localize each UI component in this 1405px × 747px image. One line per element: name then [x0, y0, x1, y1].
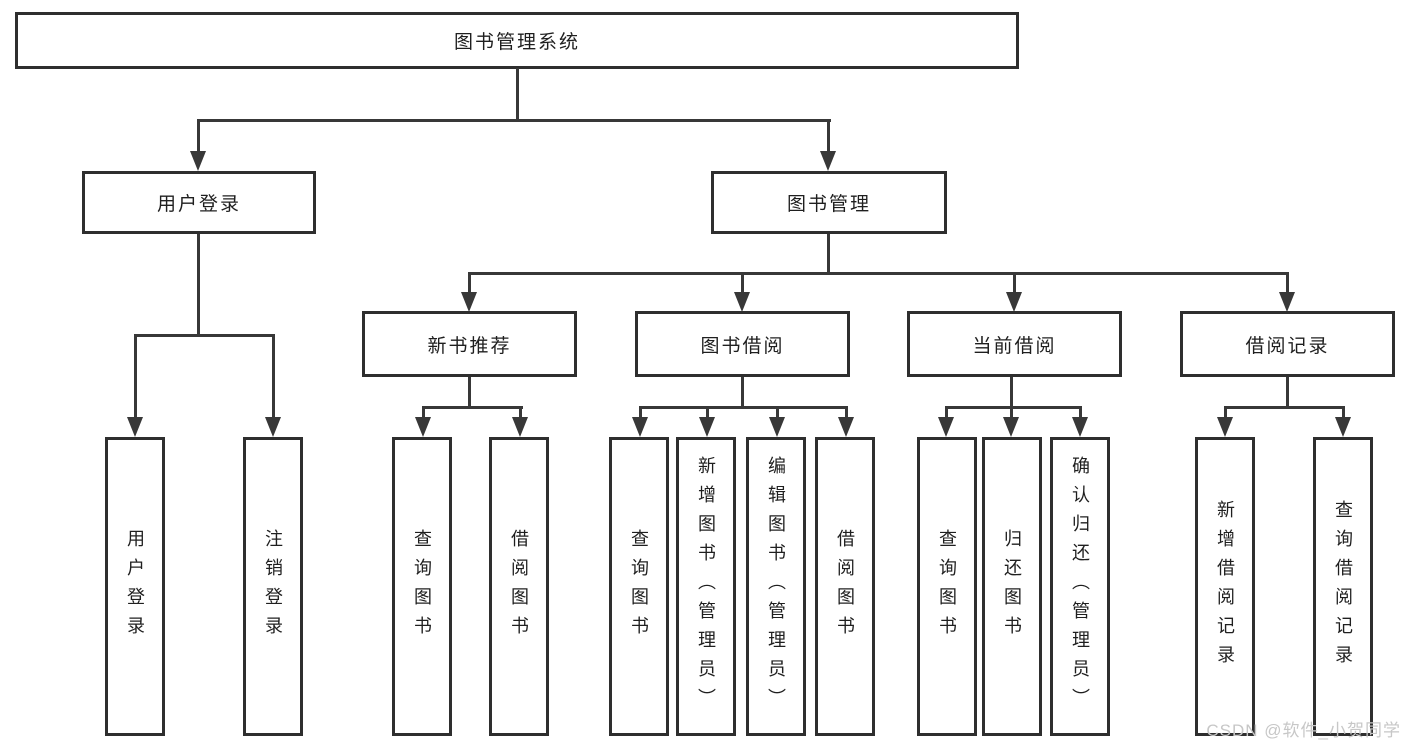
- leaf-borrow-add-book-admin: 新增图书（管理员）: [676, 437, 736, 736]
- connector-records-stem: [1286, 377, 1289, 409]
- connector-drop-leaf: [706, 406, 709, 419]
- node-book-borrow: 图书借阅: [635, 311, 850, 377]
- connector-drop-leaf: [134, 334, 137, 419]
- leaf-records-add-record: 新增借阅记录: [1195, 437, 1255, 736]
- connector-current-borrow-bar: [945, 406, 1082, 409]
- connector-drop-leaf: [639, 406, 642, 419]
- leaf-records-add-record-label: 新增借阅记录: [1215, 499, 1235, 674]
- arrow-down-icon: [769, 417, 785, 437]
- leaf-records-query-record: 查询借阅记录: [1313, 437, 1373, 736]
- node-current-borrow-label: 当前借阅: [972, 335, 1057, 357]
- leaf-current-confirm-return-admin-label: 确认归还（管理员）: [1070, 456, 1090, 717]
- arrow-down-icon: [1003, 417, 1019, 437]
- leaf-current-query-book-label: 查询图书: [937, 528, 957, 645]
- leaf-newbook-query-book-label: 查询图书: [412, 528, 432, 645]
- node-book-mgmt: 图书管理: [711, 171, 947, 234]
- connector-new-book-bar: [422, 406, 523, 409]
- connector-user-login-stem: [197, 234, 200, 337]
- leaf-borrow-edit-book-admin: 编辑图书（管理员）: [746, 437, 806, 736]
- leaf-borrow-borrow-book: 借阅图书: [815, 437, 875, 736]
- arrow-down-icon: [734, 292, 750, 312]
- leaf-current-return-book: 归还图书: [982, 437, 1042, 736]
- leaf-borrow-query-book: 查询图书: [609, 437, 669, 736]
- node-book-mgmt-label: 图书管理: [786, 194, 871, 215]
- node-user-login: 用户登录: [82, 171, 316, 234]
- connector-book-mgmt-stem: [827, 234, 830, 275]
- arrow-down-icon: [1072, 417, 1088, 437]
- connector-book-borrow-stem: [741, 377, 744, 409]
- leaf-newbook-query-book: 查询图书: [392, 437, 452, 736]
- arrow-down-icon: [699, 417, 715, 437]
- connector-user-login-bar: [134, 334, 275, 337]
- connector-drop-leaf: [519, 406, 522, 419]
- leaf-borrow-borrow-book-label: 借阅图书: [835, 528, 855, 645]
- arrow-down-icon: [632, 417, 648, 437]
- node-user-login-label: 用户登录: [156, 194, 241, 215]
- connector-drop-leaf: [1079, 406, 1082, 419]
- connector-drop-book-mgmt: [827, 119, 830, 153]
- arrow-down-icon: [190, 151, 206, 171]
- node-borrow-records-label: 借阅记录: [1245, 335, 1330, 357]
- leaf-newbook-borrow-book-label: 借阅图书: [509, 528, 529, 645]
- leaf-logout-login-label: 注销登录: [263, 528, 283, 645]
- leaf-current-query-book: 查询图书: [917, 437, 977, 736]
- connector-drop-current-borrow: [1013, 272, 1016, 294]
- arrow-down-icon: [461, 292, 477, 312]
- arrow-down-icon: [415, 417, 431, 437]
- leaf-records-query-record-label: 查询借阅记录: [1333, 499, 1353, 674]
- arrow-down-icon: [127, 417, 143, 437]
- leaf-user-login-label: 用户登录: [125, 528, 145, 645]
- connector-current-borrow-stem: [1010, 377, 1013, 409]
- connector-drop-records: [1286, 272, 1289, 294]
- connector-new-book-stem: [468, 377, 471, 409]
- connector-drop-book-borrow: [741, 272, 744, 294]
- connector-drop-leaf: [422, 406, 425, 419]
- arrow-down-icon: [938, 417, 954, 437]
- node-root: 图书管理系统: [15, 12, 1019, 69]
- arrow-down-icon: [1279, 292, 1295, 312]
- connector-root-stem: [516, 68, 519, 122]
- node-current-borrow: 当前借阅: [907, 311, 1122, 377]
- leaf-borrow-query-book-label: 查询图书: [629, 528, 649, 645]
- leaf-borrow-edit-book-admin-label: 编辑图书（管理员）: [766, 456, 786, 717]
- connector-records-bar: [1224, 406, 1345, 409]
- connector-book-borrow-bar: [639, 406, 848, 409]
- arrow-down-icon: [1217, 417, 1233, 437]
- arrow-down-icon: [1335, 417, 1351, 437]
- arrow-down-icon: [838, 417, 854, 437]
- arrow-down-icon: [265, 417, 281, 437]
- connector-drop-leaf: [1342, 406, 1345, 419]
- connector-drop-leaf: [1010, 406, 1013, 419]
- connector-drop-user-login: [197, 119, 200, 153]
- connector-book-mgmt-bar: [468, 272, 1289, 275]
- connector-drop-leaf: [1224, 406, 1227, 419]
- connector-drop-leaf: [272, 334, 275, 419]
- node-new-book-recommend: 新书推荐: [362, 311, 577, 377]
- connector-root-bar: [197, 119, 831, 122]
- connector-drop-new-book: [468, 272, 471, 294]
- node-borrow-records: 借阅记录: [1180, 311, 1395, 377]
- node-book-borrow-label: 图书借阅: [700, 335, 785, 357]
- connector-drop-leaf: [945, 406, 948, 419]
- leaf-current-return-book-label: 归还图书: [1002, 528, 1022, 645]
- arrow-down-icon: [1006, 292, 1022, 312]
- connector-drop-leaf: [845, 406, 848, 419]
- leaf-user-login: 用户登录: [105, 437, 165, 736]
- leaf-newbook-borrow-book: 借阅图书: [489, 437, 549, 736]
- leaf-borrow-add-book-admin-label: 新增图书（管理员）: [696, 456, 716, 717]
- leaf-logout-login: 注销登录: [243, 437, 303, 736]
- node-root-label: 图书管理系统: [453, 32, 580, 53]
- node-new-book-recommend-label: 新书推荐: [427, 335, 512, 357]
- connector-drop-leaf: [776, 406, 779, 419]
- leaf-current-confirm-return-admin: 确认归还（管理员）: [1050, 437, 1110, 736]
- arrow-down-icon: [512, 417, 528, 437]
- csdn-watermark: CSDN @软件_小贺同学: [1206, 721, 1401, 740]
- arrow-down-icon: [820, 151, 836, 171]
